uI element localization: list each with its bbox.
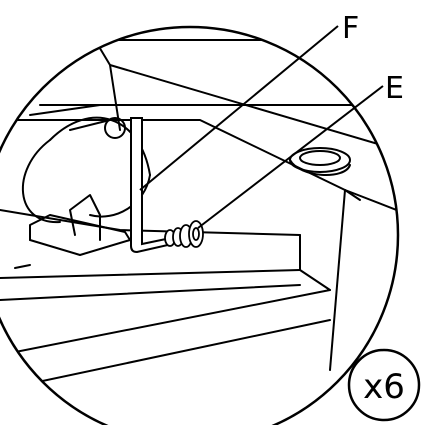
- quantity-badge: x6: [347, 348, 421, 422]
- leader-line-e: [197, 85, 384, 229]
- pre-drilled-hole: [289, 147, 351, 176]
- screw: [164, 220, 204, 248]
- leader-lines: [139, 25, 384, 229]
- back-panel: [0, 39, 398, 181]
- label-f: F: [342, 11, 359, 46]
- quantity-text: x6: [363, 367, 405, 407]
- detail-callout-circle: [0, 25, 400, 430]
- tabletop: [0, 119, 398, 391]
- quantity-badge-circle: [347, 348, 421, 422]
- leader-line-f: [139, 25, 339, 191]
- detail-view: [0, 39, 398, 391]
- label-e: E: [385, 71, 404, 106]
